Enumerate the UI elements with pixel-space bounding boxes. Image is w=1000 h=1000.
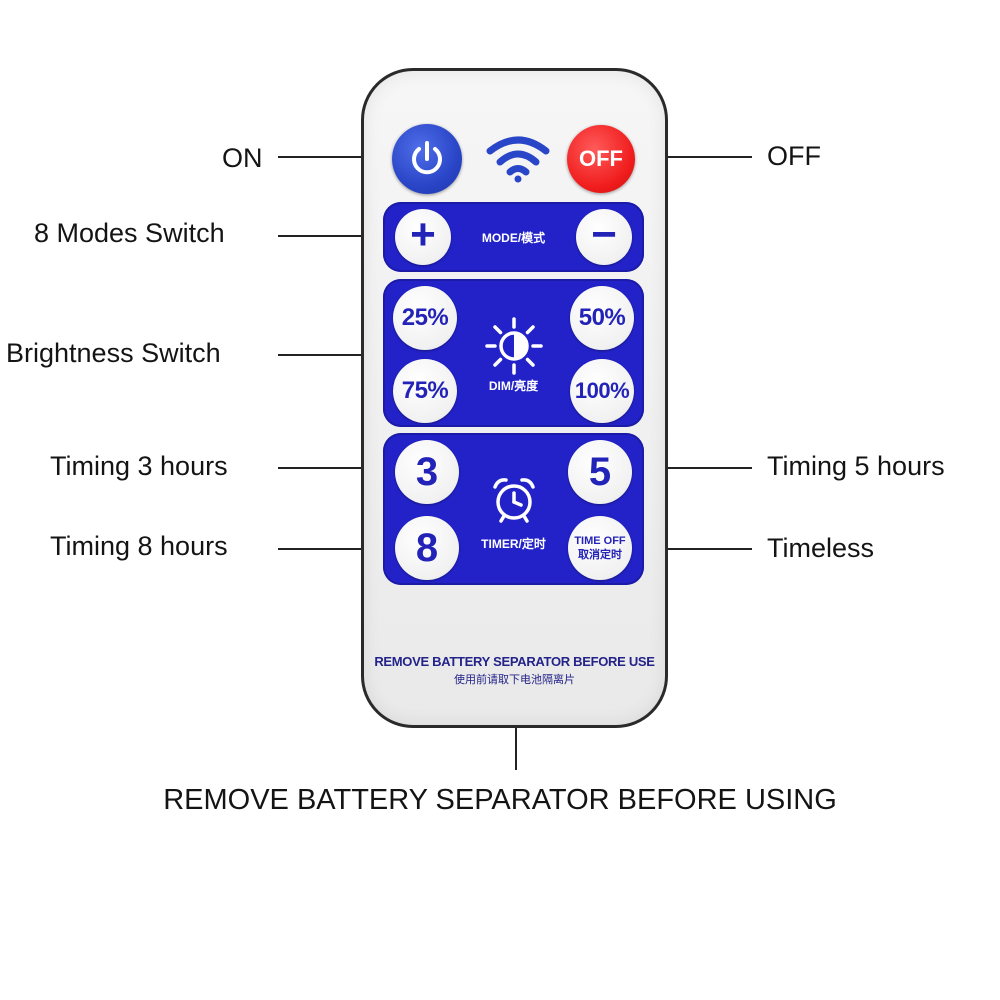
- leader-timing-5: [642, 467, 752, 469]
- timer-panel: 3 5 8 TIME OFF 取消定时 TIMER/定时: [383, 433, 644, 585]
- remote-note-en: REMOVE BATTERY SEPARATOR BEFORE USE: [374, 654, 655, 669]
- brightness-icon: [485, 317, 543, 375]
- plus-icon: +: [410, 210, 436, 259]
- timer-5-button[interactable]: 5: [568, 440, 632, 504]
- brightness-75-button[interactable]: 75%: [393, 359, 457, 423]
- timer-8-button[interactable]: 8: [395, 516, 459, 580]
- mode-panel: + MODE/模式 −: [383, 202, 644, 272]
- callout-timing-8: Timing 8 hours: [50, 531, 228, 561]
- time-off-label-cn: 取消定时: [578, 549, 622, 561]
- off-button-label: OFF: [579, 146, 623, 171]
- power-icon: [412, 141, 442, 175]
- leader-timing-8: [278, 548, 390, 550]
- callout-separator-note: REMOVE BATTERY SEPARATOR BEFORE USING: [163, 784, 837, 816]
- leader-modes: [278, 235, 380, 237]
- callout-brightness: Brightness Switch: [6, 338, 221, 368]
- time-off-label-en: TIME OFF: [574, 535, 626, 547]
- callout-timeless: Timeless: [767, 533, 875, 563]
- time-off-button[interactable]: TIME OFF 取消定时: [568, 516, 632, 580]
- callout-modes: 8 Modes Switch: [34, 218, 225, 248]
- mode-plus-button[interactable]: +: [395, 209, 451, 265]
- brightness-50-button[interactable]: 50%: [570, 286, 634, 350]
- power-button[interactable]: [392, 124, 462, 194]
- brightness-25-button[interactable]: 25%: [393, 286, 457, 350]
- wifi-signal-icon: [486, 136, 550, 183]
- leader-on: [278, 156, 380, 158]
- leader-separator: [515, 702, 517, 770]
- callout-on: ON: [222, 143, 263, 173]
- minus-icon: −: [591, 210, 617, 259]
- remote-note-cn: 使用前请取下电池隔离片: [454, 674, 575, 686]
- timer-3-button[interactable]: 3: [395, 440, 459, 504]
- callout-timing-5: Timing 5 hours: [767, 451, 945, 481]
- alarm-clock-icon: [493, 478, 535, 523]
- callout-timing-3: Timing 3 hours: [50, 451, 228, 481]
- off-button[interactable]: OFF: [567, 125, 635, 193]
- dim-panel: 25% 50% 75% 100% DIM/亮度: [383, 279, 644, 427]
- brightness-100-button[interactable]: 100%: [570, 359, 634, 423]
- leader-timing-3: [278, 467, 390, 469]
- leader-timeless: [642, 548, 752, 550]
- mode-minus-button[interactable]: −: [576, 209, 632, 265]
- dim-label: DIM/亮度: [488, 379, 539, 393]
- timer-label: TIMER/定时: [481, 537, 546, 551]
- remote-control: OFF + MODE/模式 − 25% 50% 75% 100%: [361, 68, 668, 728]
- leader-off: [660, 156, 752, 158]
- leader-brightness: [278, 354, 380, 356]
- mode-label: MODE/模式: [481, 231, 546, 245]
- callout-off: OFF: [767, 141, 821, 171]
